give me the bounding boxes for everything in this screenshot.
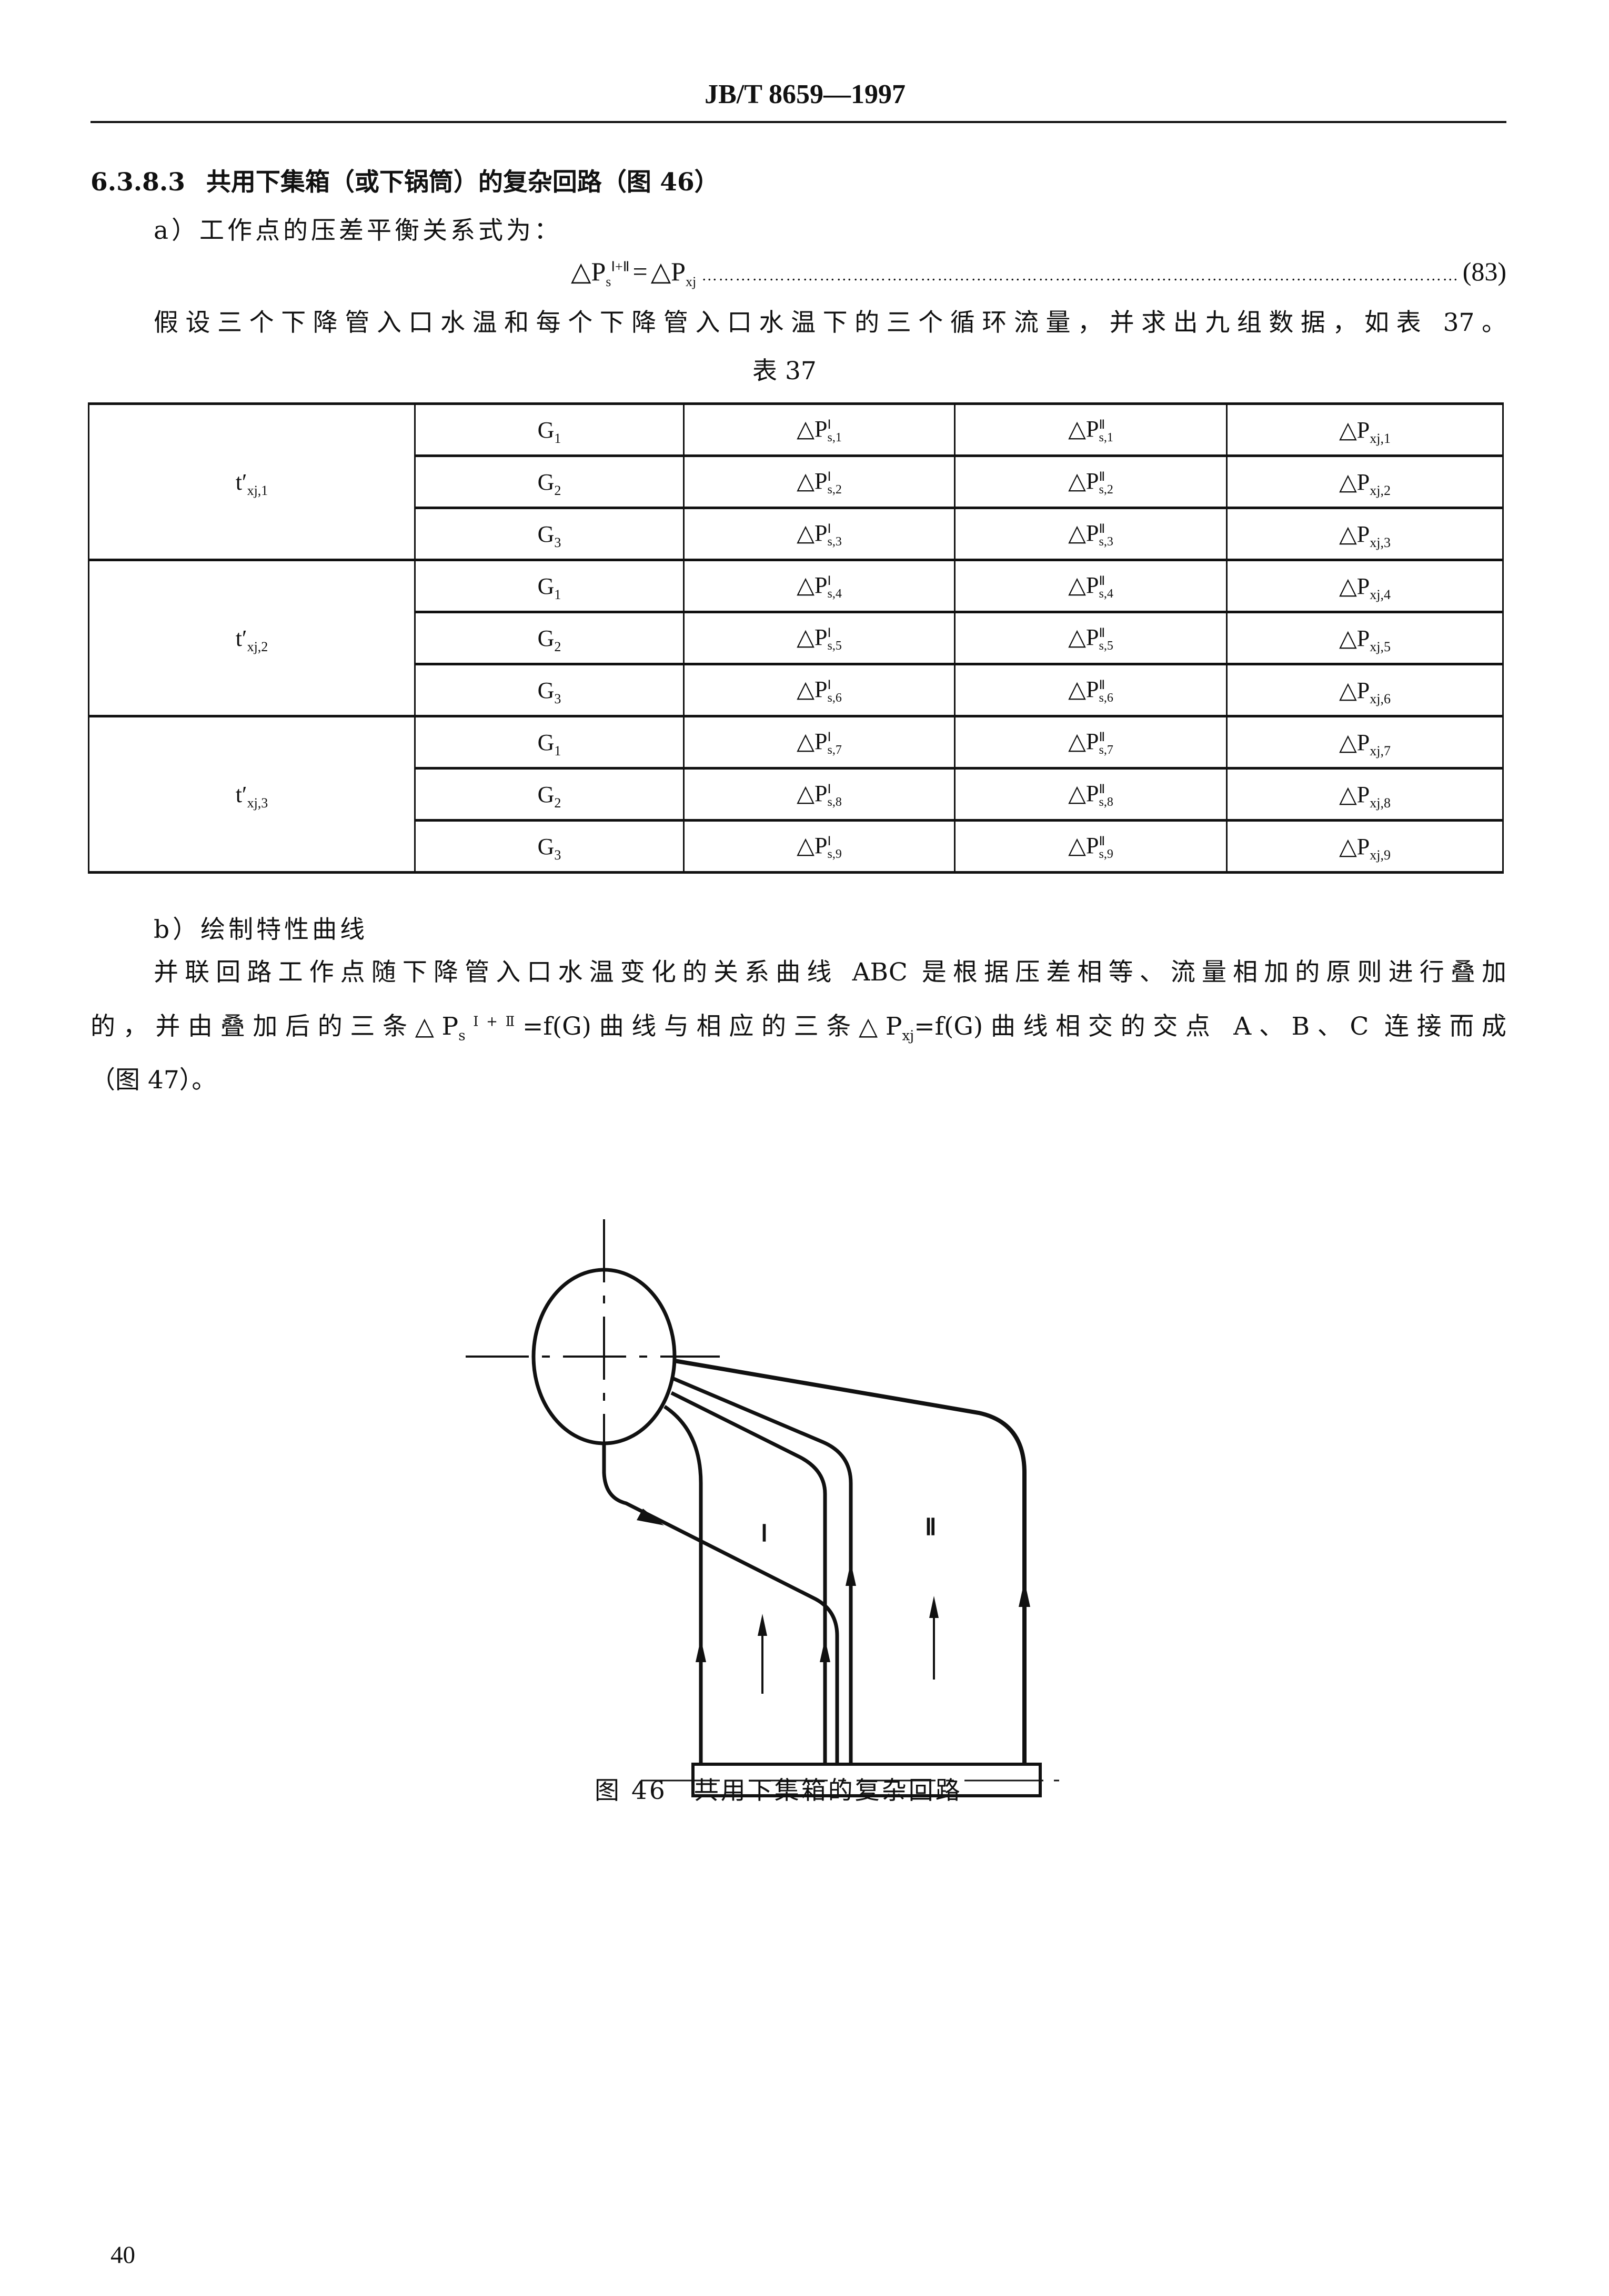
flow-arrow-head-1: [758, 1614, 767, 1636]
heading-text: 共用下集箱（或下锅筒）的复杂回路（图 46）: [206, 168, 719, 197]
header-rule: [90, 121, 1506, 123]
equation-83: △PsⅠ+Ⅱ = △Pxj ………………………………………………………………………: [571, 256, 1506, 289]
page-number: 40: [110, 2241, 135, 2269]
flow-cell: G2: [414, 454, 685, 509]
dp-downcomer-cell: △Pxj,6: [1226, 663, 1504, 717]
inlet-temperature-cell: t′xj,3: [88, 715, 416, 874]
item-b: b）绘制特性曲线: [154, 915, 368, 944]
section-heading: 6.3.8.3 共用下集箱（或下锅筒）的复杂回路（图 46）: [90, 167, 719, 198]
figure-caption: 图 46 共用下集箱的复杂回路: [595, 1776, 962, 1805]
arrow-head-riser-2: [820, 1638, 830, 1662]
flow-cell: G1: [414, 559, 685, 613]
flow-cell: G2: [414, 611, 685, 665]
circuit-label-2: Ⅱ: [925, 1514, 937, 1540]
equation-number: (83): [1462, 257, 1506, 286]
standard-code-header: JB/T 8659—1997: [705, 79, 906, 109]
circuit-label-1: Ⅰ: [761, 1521, 768, 1546]
downcomer: [602, 1443, 839, 1764]
heading-number: 6.3.8.3: [90, 168, 185, 197]
flow-cell: G2: [414, 767, 685, 822]
riser-3: [672, 1377, 853, 1764]
flow-arrow-head-2: [929, 1596, 939, 1618]
paragraph-2-line-1: 并联回路工作点随下降管入口水温变化的关系曲线 ABC 是根据压差相等、流量相加的…: [154, 958, 1506, 987]
paragraph-2-line-3: （图 47）。: [90, 1066, 217, 1095]
riser-1: [663, 1405, 703, 1764]
arrow-head-riser-1: [696, 1638, 706, 1662]
flow-cell: G1: [414, 715, 685, 770]
eq-lhs: △PsⅠ+Ⅱ: [571, 257, 630, 289]
dp-downcomer-cell: △Pxj,3: [1226, 507, 1504, 561]
arrow-head-riser-3: [846, 1562, 856, 1586]
dp-downcomer-cell: △Pxj,2: [1226, 454, 1504, 509]
dp-downcomer-cell: △Pxj,1: [1226, 402, 1504, 457]
dp-downcomer-cell: △Pxj,7: [1226, 715, 1504, 770]
dp-downcomer-cell: △Pxj,4: [1226, 559, 1504, 613]
paragraph-1: 假设三个下降管入口水温和每个下降管入口水温下的三个循环流量，并求出九组数据，如表…: [154, 308, 1506, 337]
eq-equals: =: [632, 257, 648, 286]
table-caption: 表 37: [752, 357, 817, 386]
paragraph-2-line-2: 的，并由叠加后的三条△PsⅠ+Ⅱ=f(G)曲线与相应的三条△Pxj=f(G)曲线…: [90, 1012, 1506, 1044]
flow-cell: G1: [414, 402, 685, 457]
arrow-head-riser-4: [1019, 1581, 1030, 1607]
item-a: a）工作点的压差平衡关系式为：: [154, 216, 562, 245]
arrow-head-downcomer: [637, 1509, 664, 1525]
riser-2: [670, 1391, 827, 1764]
flow-cell: G3: [414, 507, 685, 561]
inlet-temperature-cell: t′xj,1: [88, 402, 416, 561]
inlet-temperature-cell: t′xj,2: [88, 559, 416, 717]
riser-4: [674, 1359, 1027, 1764]
dp-downcomer-cell: △Pxj,9: [1226, 819, 1504, 874]
flow-cell: G3: [414, 663, 685, 717]
dp-downcomer-cell: △Pxj,8: [1226, 767, 1504, 822]
dp-downcomer-cell: △Pxj,5: [1226, 611, 1504, 665]
eq-rhs: △Pxj: [650, 257, 697, 289]
leader-dots: ……………………………………………………………………………………………………………: [701, 267, 1457, 284]
flow-cell: G3: [414, 819, 685, 874]
